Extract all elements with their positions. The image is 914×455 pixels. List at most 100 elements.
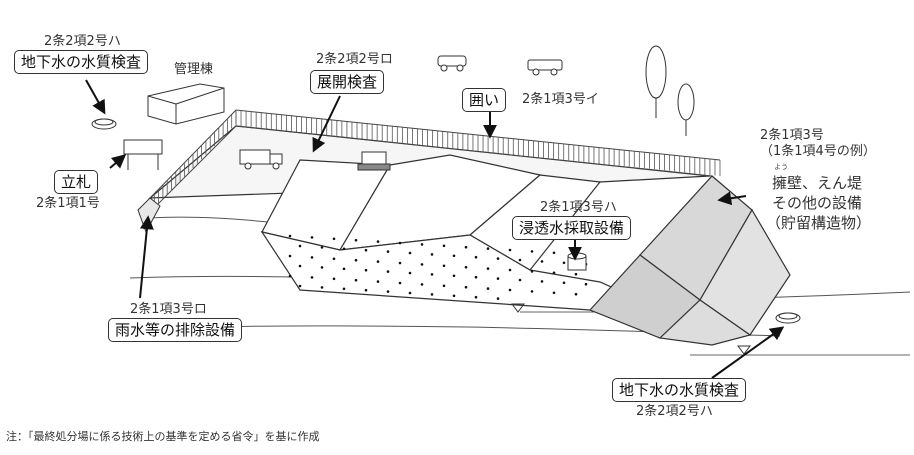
shinto-box: 浸透水採取設備 (512, 216, 632, 240)
leachate-dot (474, 255, 478, 259)
leachate-dot (474, 295, 478, 299)
kanri-label: 管理棟 (174, 62, 214, 77)
leachate-collector-icon (567, 252, 587, 271)
leachate-dot (574, 292, 578, 296)
leachate-dot (320, 286, 324, 289)
leachate-dot (420, 263, 424, 266)
leachate-dot (386, 270, 390, 273)
tatefuda-code: 2条1項1号 (36, 196, 100, 211)
leachate-dot (562, 261, 566, 265)
leachate-dot (486, 267, 490, 270)
leachate-dot (332, 277, 336, 281)
leachate-dot (310, 256, 314, 259)
leachate-dot (430, 273, 434, 276)
water-level-icon (737, 345, 751, 355)
leachate-dot (574, 272, 578, 276)
leachate-dot (452, 274, 456, 278)
leachate-dot (376, 260, 380, 263)
leachate-dot (530, 250, 534, 253)
drainage-channel (137, 197, 161, 234)
leachate-dot (364, 288, 368, 292)
shinto-code: 2条1項3号ハ (540, 200, 617, 215)
leachate-dot (430, 293, 434, 296)
leachate-dot (530, 290, 534, 293)
leachate-dot (584, 282, 588, 286)
leachate-dot (332, 237, 336, 241)
bottom-code: 2条2項2号ハ (636, 404, 713, 419)
leachate-dot (354, 238, 358, 242)
retaining-wall-side-2 (658, 299, 752, 346)
leachate-dot (354, 258, 358, 262)
waste-slope (260, 231, 642, 311)
leachate-dot (552, 251, 556, 255)
right-line-2: その他の設備 (772, 194, 863, 212)
bulldozer-icon (357, 151, 391, 171)
tatefuda-box: 立札 (54, 170, 99, 194)
leachate-dot (420, 243, 424, 246)
leachate-dot (310, 276, 314, 279)
leachate-dot (364, 248, 368, 252)
leachate-dot (474, 275, 478, 279)
leachate-dot (496, 297, 500, 300)
leachate-dot (464, 265, 468, 269)
leachate-dot (464, 285, 468, 289)
well-icon (775, 312, 801, 324)
leachate-dot (310, 236, 314, 239)
usui-code: 2条1項3号ロ (130, 302, 207, 317)
leachate-dot (376, 280, 380, 283)
right-line-1: 擁壁、えん堤 (772, 174, 863, 192)
right-ruby: よう (774, 163, 788, 171)
leachate-dot (354, 278, 358, 282)
leachate-dot (540, 260, 544, 263)
water-level-icon (511, 303, 525, 313)
leachate-dot (496, 257, 500, 260)
leachate-dot (408, 291, 412, 295)
bottom-box: 地下水の水質検査 (612, 378, 747, 402)
top-left-box: 地下水の水質検査 (14, 50, 149, 74)
leachate-dot (298, 264, 302, 268)
leachate-dot (408, 271, 412, 275)
leachate-dot (452, 254, 456, 258)
leachate-dot (298, 284, 302, 288)
leachate-dot (342, 267, 346, 271)
leachate-dot (518, 278, 522, 282)
leachate-dot (376, 240, 380, 243)
leachate-dot (342, 287, 346, 291)
leachate-dot (288, 274, 292, 278)
kakoi-box: 囲い (462, 88, 507, 112)
leachate-dot (518, 258, 522, 262)
leachate-dot (364, 268, 368, 272)
leachate-dot (386, 290, 390, 293)
leachate-dot (398, 261, 402, 265)
truck-icon (239, 149, 283, 170)
building-icon (147, 83, 225, 125)
leachate-dot (508, 288, 512, 292)
leachate-dot (464, 245, 468, 249)
kakoi-code: 2条1項3号イ (522, 92, 599, 107)
fence-posts (149, 110, 721, 212)
leachate-dot (288, 254, 292, 258)
tenkai-box: 展開検査 (310, 70, 385, 94)
right-line-3: （貯留構造物） (766, 214, 872, 232)
car-icon (527, 59, 563, 76)
callout-arrows (85, 79, 785, 379)
tenkai-code: 2条2項2号ロ (316, 52, 393, 67)
source-note: 注：「最終処分場に係る技術上の基準を定める省令」を基に作成 (6, 430, 320, 443)
leachate-dot (332, 257, 336, 261)
leachate-dot (552, 291, 556, 295)
leachate-dot (420, 283, 424, 286)
leachate-dot (562, 281, 566, 285)
leachate-dot (486, 287, 490, 290)
leachate-dots (288, 234, 588, 300)
leachate-dot (398, 241, 402, 245)
leachate-dot (288, 234, 292, 238)
right-code-1: 2条1項3号 (760, 128, 824, 143)
leachate-dot (430, 253, 434, 256)
leachate-dot (298, 244, 302, 248)
leachate-dot (486, 247, 490, 250)
leachate-dot (442, 264, 446, 268)
leachate-dot (442, 284, 446, 288)
leachate-dot (508, 268, 512, 272)
leachate-dot (452, 294, 456, 298)
